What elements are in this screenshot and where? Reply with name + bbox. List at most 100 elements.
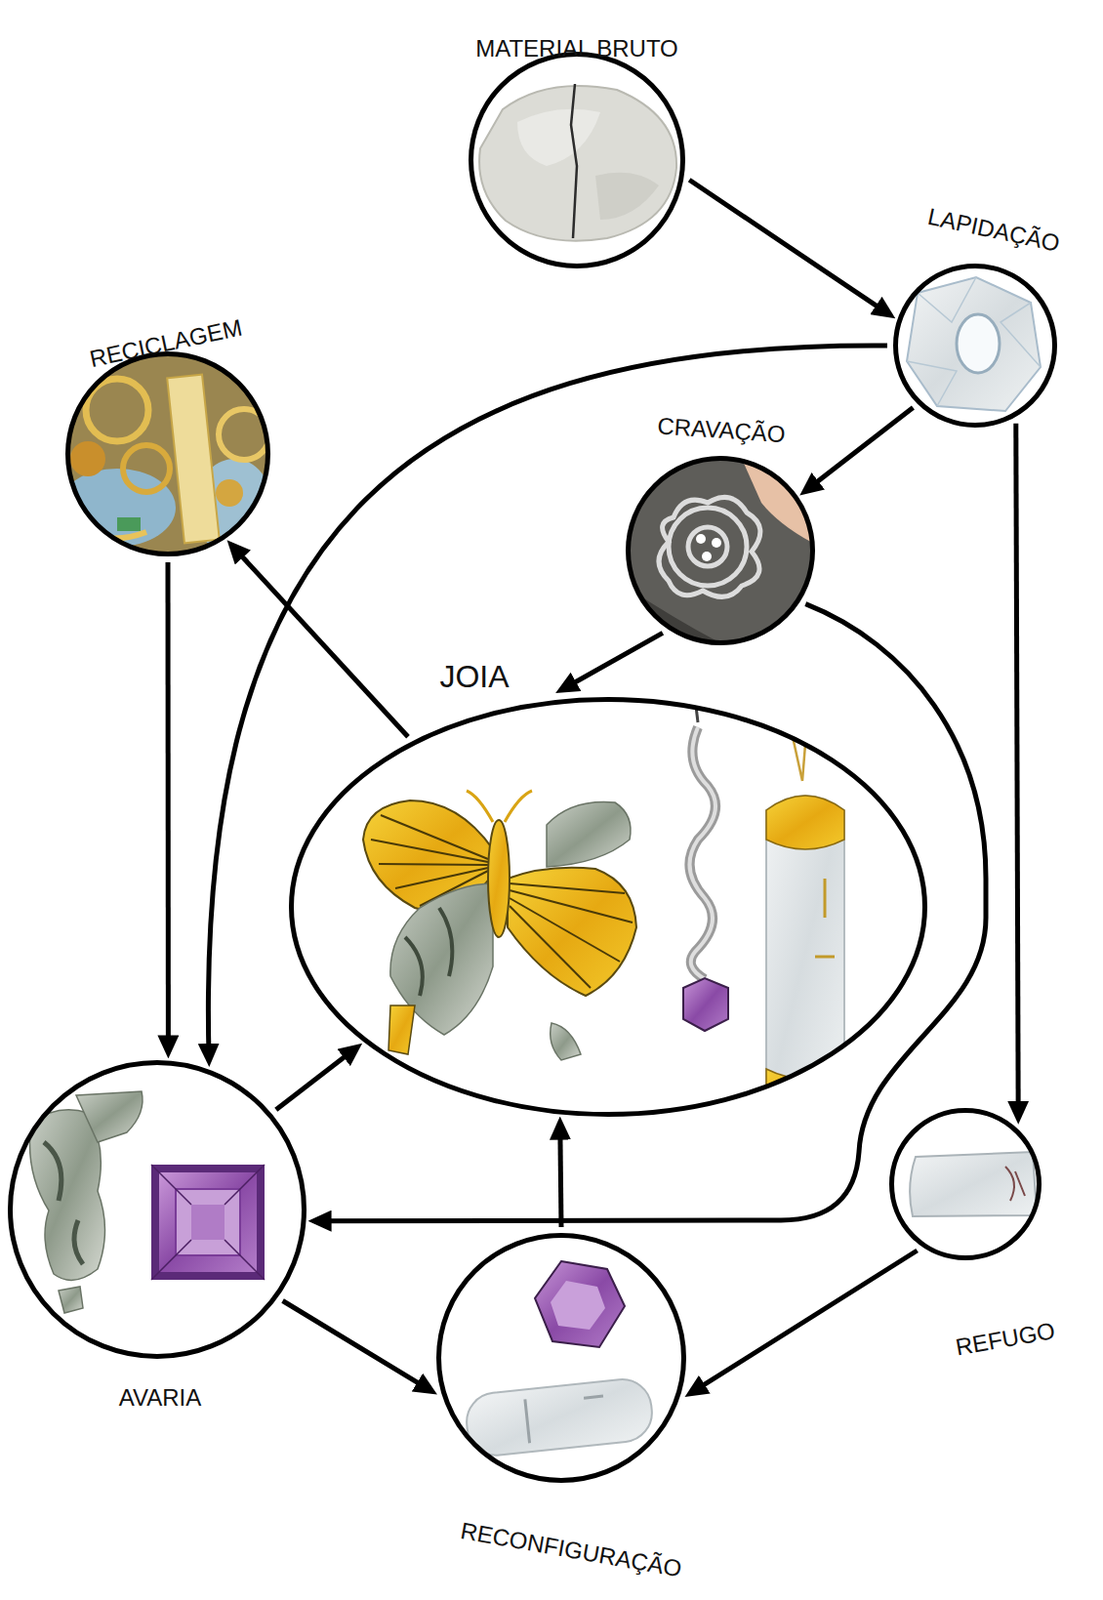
node-outline — [436, 1232, 687, 1483]
stage-circle: RECONFIGURAÇÃO — [436, 1232, 687, 1483]
stage-label: RECICLAGEM — [87, 315, 246, 373]
flow-arrow — [806, 408, 914, 491]
stage-circle: LAPIDAÇÃO — [893, 263, 1058, 428]
node-outline-shape — [68, 354, 269, 555]
damaged-stones-photo-part — [151, 1164, 265, 1280]
node-outline — [288, 696, 928, 1117]
raw-quartz-photo-part — [571, 83, 577, 239]
jewelry-photo-part-part — [509, 883, 625, 894]
damaged-stones-photo-part — [43, 1142, 83, 1265]
stage-label: AVARIA — [119, 1385, 202, 1411]
jewelry-photo-part — [689, 727, 716, 980]
jewelry-photo-part-part — [509, 890, 633, 923]
stone-setting-photo-part-part — [668, 507, 747, 586]
node-outline — [468, 51, 686, 269]
cut-crystal-photo — [906, 277, 1041, 411]
flow-arrow — [691, 1250, 917, 1393]
reject-crystal-photo — [909, 1151, 1037, 1217]
stage-label: JOIA — [439, 659, 509, 695]
flow-arrow — [1016, 423, 1019, 1117]
node-outline — [625, 455, 816, 646]
jewelry-photo-part-part — [509, 905, 591, 988]
reconfigured-stones-photo-part — [534, 1261, 625, 1348]
node-outline-shape — [291, 699, 926, 1115]
stage-circle: CRAVAÇÃO — [625, 455, 816, 646]
jewelry-photo-part — [766, 795, 845, 850]
stage-circle: AVARIA — [7, 1060, 307, 1359]
reject-crystal-photo-part — [909, 1151, 1037, 1217]
jewelry-photo-part — [488, 819, 510, 938]
gold-scrap-photo — [58, 346, 284, 572]
cut-crystal-photo-part — [956, 314, 1000, 373]
flow-arrow — [689, 179, 890, 315]
gold-scrap-photo-part — [58, 468, 176, 547]
node-outline — [7, 1060, 307, 1359]
flow-arrow — [562, 632, 663, 690]
raw-quartz-photo-part — [517, 109, 601, 166]
flow-arrow — [276, 1048, 357, 1110]
gold-scrap-photo-part — [58, 346, 284, 572]
jewelry-photo-part — [466, 790, 532, 822]
stage-label: CRAVAÇÃO — [656, 412, 787, 448]
raw-quartz-photo-part — [479, 85, 677, 242]
stone-setting-photo-part-part — [658, 496, 761, 597]
stage-circle: REFUGO — [889, 1107, 1042, 1261]
gold-scrap-photo-part — [117, 517, 141, 532]
stone-setting-photo-part-part — [688, 527, 728, 567]
node-outline-shape — [439, 1235, 685, 1481]
flow-arrow — [560, 1124, 562, 1227]
stone-setting-photo-part — [695, 533, 706, 544]
raw-quartz-photo — [479, 83, 677, 242]
jewelry-photo-part — [689, 727, 716, 980]
jewelry-ellipse: JOIA — [288, 696, 928, 1117]
node-outline-shape — [628, 458, 814, 644]
stage-label: RECONFIGURAÇÃO — [458, 1517, 684, 1583]
jewelry-photo-part-part — [509, 898, 620, 962]
jewelry-photo-part — [388, 1005, 415, 1055]
flow-arrow — [316, 604, 986, 1222]
jewelry-photo-part-part — [378, 863, 489, 865]
jewelry-photo — [363, 683, 845, 1111]
damaged-stones-photo-part — [58, 1286, 83, 1313]
reconfigured-stones-photo-part — [550, 1280, 606, 1330]
jewelry-photo-part — [509, 883, 633, 988]
stone-setting-photo-part — [658, 496, 761, 597]
jewelry-photo-part — [780, 683, 811, 781]
damaged-stones-photo — [29, 1091, 265, 1313]
stone-setting-photo-part — [711, 537, 722, 548]
stage-circle: RECICLAGEM — [65, 351, 271, 557]
stage-label: REFUGO — [953, 1317, 1058, 1361]
jewelry-photo-part — [766, 795, 845, 1111]
stage-circle: MATERIAL BRUTO — [468, 51, 686, 269]
jewelry-photo-part — [815, 878, 835, 957]
gold-scrap-photo-part — [215, 479, 244, 507]
gold-scrap-photo-part — [122, 445, 170, 492]
stage-label: MATERIAL BRUTO — [475, 36, 679, 62]
stone-setting-photo-part — [624, 453, 820, 650]
node-outline-shape — [471, 54, 684, 267]
reconfigured-stones-photo-part-part — [525, 1390, 608, 1443]
node-outline-shape — [896, 266, 1056, 426]
node-outline — [889, 1107, 1042, 1261]
jewelry-photo-part — [546, 801, 631, 867]
jewelry-photo-part — [683, 978, 729, 1031]
reconfigured-stones-photo-part-part — [463, 1376, 655, 1459]
node-outline-shape — [892, 1110, 1040, 1259]
node-outline-shape — [10, 1062, 305, 1357]
jewelry-photo-part — [766, 1068, 845, 1111]
stone-setting-photo-part — [741, 458, 820, 547]
raw-quartz-photo-part — [595, 172, 659, 220]
cut-crystal-photo-part — [906, 277, 1041, 411]
stage-label: LAPIDAÇÃO — [925, 204, 1063, 257]
jewelry-photo-part — [550, 1022, 581, 1061]
gold-scrap-photo-part — [70, 441, 106, 477]
jewelry-photo-part — [507, 867, 637, 996]
reconfigured-stones-photo — [463, 1261, 655, 1459]
reconfigured-stones-photo-part — [463, 1376, 655, 1459]
damaged-stones-photo-part — [76, 1091, 143, 1143]
jewelry-photo-part-part — [370, 839, 489, 862]
damaged-stones-photo-part — [191, 1204, 225, 1240]
node-outline — [65, 351, 271, 557]
